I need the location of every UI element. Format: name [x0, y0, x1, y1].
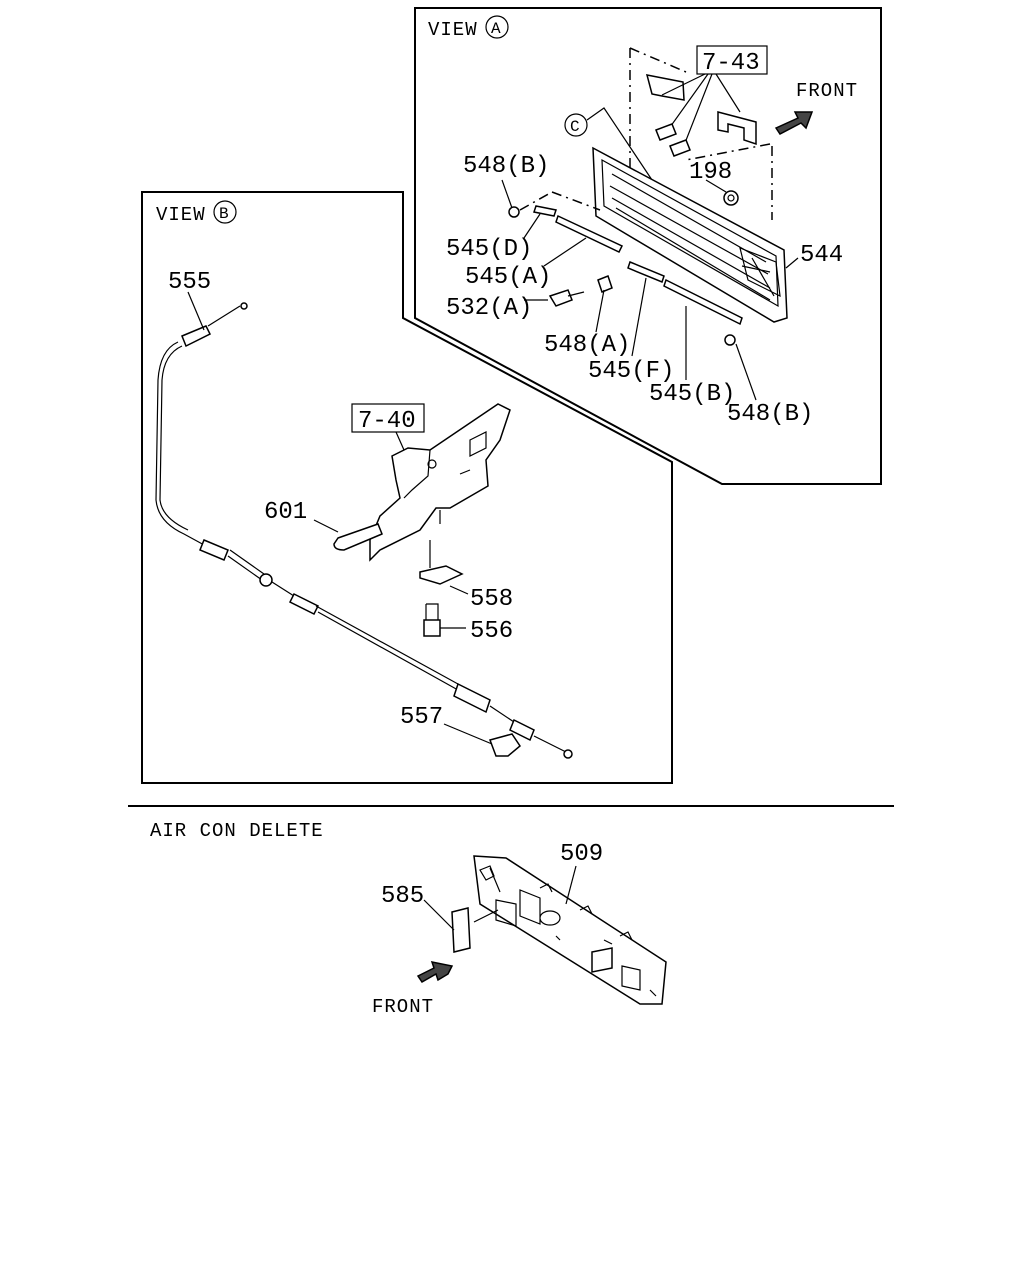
screw-548b-bottom [724, 334, 736, 346]
view-b-circle-letter: B [219, 205, 229, 223]
air-con-title: AIR CON DELETE [150, 820, 324, 842]
ref-box-7-43 [696, 45, 768, 75]
bracket-right [717, 111, 757, 146]
view-a-title: VIEW [428, 19, 478, 41]
pedal-601 [333, 523, 383, 551]
clip-548a [597, 275, 613, 293]
cable-end-upper [181, 325, 212, 348]
bracket-558 [419, 565, 464, 585]
front-arrow-icon [774, 111, 814, 135]
pad-585 [451, 907, 471, 953]
strip-545f [627, 261, 665, 283]
view-b-panel: VIEW B 7-40 [141, 191, 673, 784]
view-a-front-label: FRONT [796, 80, 858, 102]
strip-545a [555, 214, 624, 253]
ref-label-7-43: 7-43 [702, 50, 760, 77]
cable-sleeve-3 [509, 718, 535, 742]
air-con-front-label: FRONT [372, 996, 434, 1018]
view-a-panel: VIEW A 7-43 FRONT C [414, 7, 882, 485]
ref-box-7-40 [351, 403, 425, 433]
strip-545b [663, 278, 743, 326]
label-548b-top: 548(B) [463, 153, 549, 180]
circle-c-icon [564, 113, 588, 137]
ref-label-7-40: 7-40 [358, 408, 416, 435]
label-556: 556 [470, 618, 513, 645]
bracket-7-40 [369, 403, 511, 562]
view-a-circle-letter: A [491, 20, 501, 38]
nut-198 [723, 190, 739, 206]
label-532a: 532(A) [446, 295, 532, 322]
cable-grommet [453, 682, 491, 714]
panel-509-cutout [591, 947, 613, 973]
label-545f: 545(F) [588, 358, 674, 385]
front-arrow-left-icon [416, 961, 454, 983]
screw-532a [548, 289, 573, 307]
label-198: 198 [689, 159, 732, 186]
label-545b: 545(B) [649, 381, 735, 408]
view-b-title: VIEW [156, 204, 206, 226]
label-545d: 545(D) [446, 236, 532, 263]
air-con-delete-section: AIR CON DELETE FRONT 509 585 [150, 820, 667, 1018]
panel-509 [473, 855, 667, 1005]
cable-sleeve-1 [199, 539, 229, 561]
bracket-left [645, 74, 685, 101]
label-548a: 548(A) [544, 332, 630, 359]
bolt-lower [669, 139, 691, 157]
label-544: 544 [800, 242, 843, 269]
label-557: 557 [400, 704, 443, 731]
view-a-circle-icon [485, 15, 509, 39]
label-601: 601 [264, 499, 307, 526]
strip-545d [533, 205, 557, 217]
label-548b-bottom: 548(B) [727, 401, 813, 428]
bolt-556 [423, 619, 441, 637]
view-b-circle-icon [213, 200, 237, 224]
clip-557 [489, 733, 521, 757]
label-545a: 545(A) [465, 264, 551, 291]
screw-548b-top [508, 206, 520, 218]
label-555: 555 [168, 269, 211, 296]
label-585: 585 [381, 883, 424, 910]
bolt-upper [655, 123, 677, 141]
label-558: 558 [470, 586, 513, 613]
circle-c-letter: C [570, 118, 580, 136]
cable-sleeve-2 [288, 592, 320, 616]
label-509: 509 [560, 841, 603, 868]
